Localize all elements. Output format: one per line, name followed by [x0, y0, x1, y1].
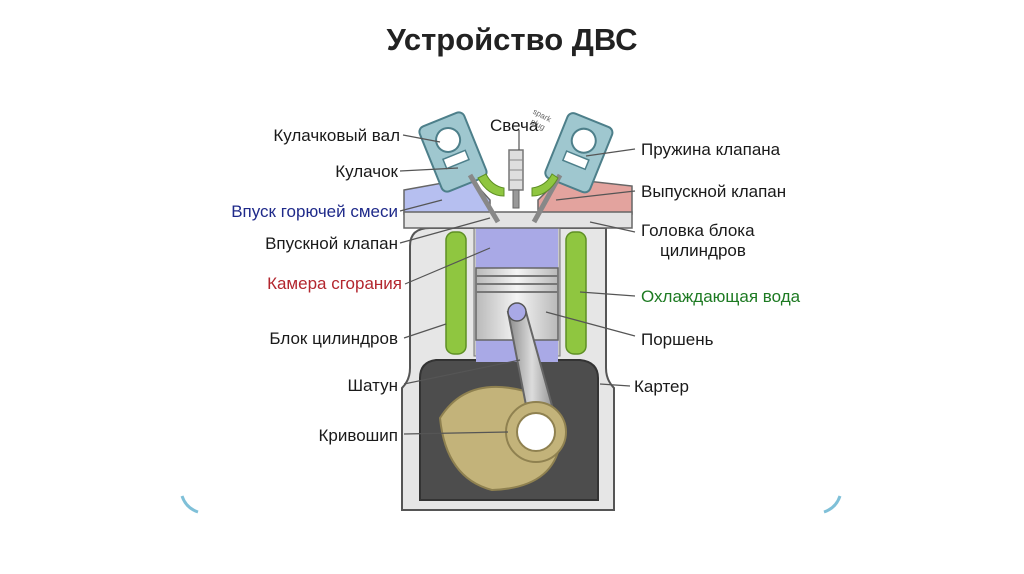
- label-coolant: Охлаждающая вода: [641, 287, 801, 306]
- label-connecting-rod: Шатун: [347, 376, 398, 395]
- label-camshaft: Кулачковый вал: [273, 126, 400, 145]
- cam-housing-right: [544, 112, 614, 194]
- combustion-chamber: [476, 226, 558, 270]
- label-exhaust-valve: Выпускной клапан: [641, 182, 787, 201]
- label-cylinder-head-line2: цилиндров: [660, 241, 746, 260]
- label-cam: Кулачок: [335, 162, 398, 181]
- head-body: [403, 211, 633, 229]
- spark-plug-tip: [512, 189, 520, 209]
- leader-connecting-rod: [403, 359, 521, 385]
- slide-title: Устройство ДВС: [386, 22, 638, 57]
- label-spark-plug: Свеча: [490, 116, 539, 135]
- leader-camshaft: [402, 134, 441, 143]
- camshaft-right: [570, 127, 597, 154]
- leader-crankshaft: [403, 431, 509, 435]
- leader-exhaust-valve: [555, 190, 636, 201]
- coolant-channel-right: [565, 231, 587, 355]
- label-intake-valve: Впускной клапан: [265, 234, 398, 253]
- leader-valve-spring: [585, 148, 636, 157]
- decor-arc-right: [823, 495, 842, 514]
- camshaft-left: [435, 126, 462, 153]
- coolant-channel-left: [445, 231, 467, 355]
- wrist-pin: [507, 302, 527, 322]
- label-combustion-chamber: Камера сгорания: [267, 274, 402, 293]
- crank-pin-hole: [516, 412, 556, 452]
- leader-cylinder-head: [589, 221, 636, 233]
- leader-intake-mixture: [399, 199, 443, 212]
- leader-intake-valve: [399, 217, 491, 244]
- leader-cylinder-block: [403, 323, 447, 339]
- leader-piston: [545, 311, 636, 337]
- coolant-crescent-left: [477, 173, 505, 197]
- label-cylinder-head-line1: Головка блока: [641, 221, 755, 240]
- decor-arc-left: [180, 495, 199, 514]
- coolant-crescent-right: [531, 173, 559, 197]
- label-crankcase: Картер: [634, 377, 689, 396]
- leader-coolant: [579, 291, 636, 297]
- label-crankshaft: Кривошип: [318, 426, 399, 445]
- label-intake-mixture: Впуск горючей смеси: [231, 202, 398, 221]
- leader-combustion-chamber: [404, 247, 491, 285]
- leader-cam: [399, 167, 459, 172]
- intake-valve-stem: [467, 173, 501, 224]
- label-valve-spring: Пружина клапана: [641, 140, 781, 159]
- exhaust-valve-stem: [531, 173, 563, 224]
- leader-crankcase: [599, 383, 631, 387]
- label-piston: Поршень: [641, 330, 714, 349]
- label-cylinder-block: Блок цилиндров: [269, 329, 398, 348]
